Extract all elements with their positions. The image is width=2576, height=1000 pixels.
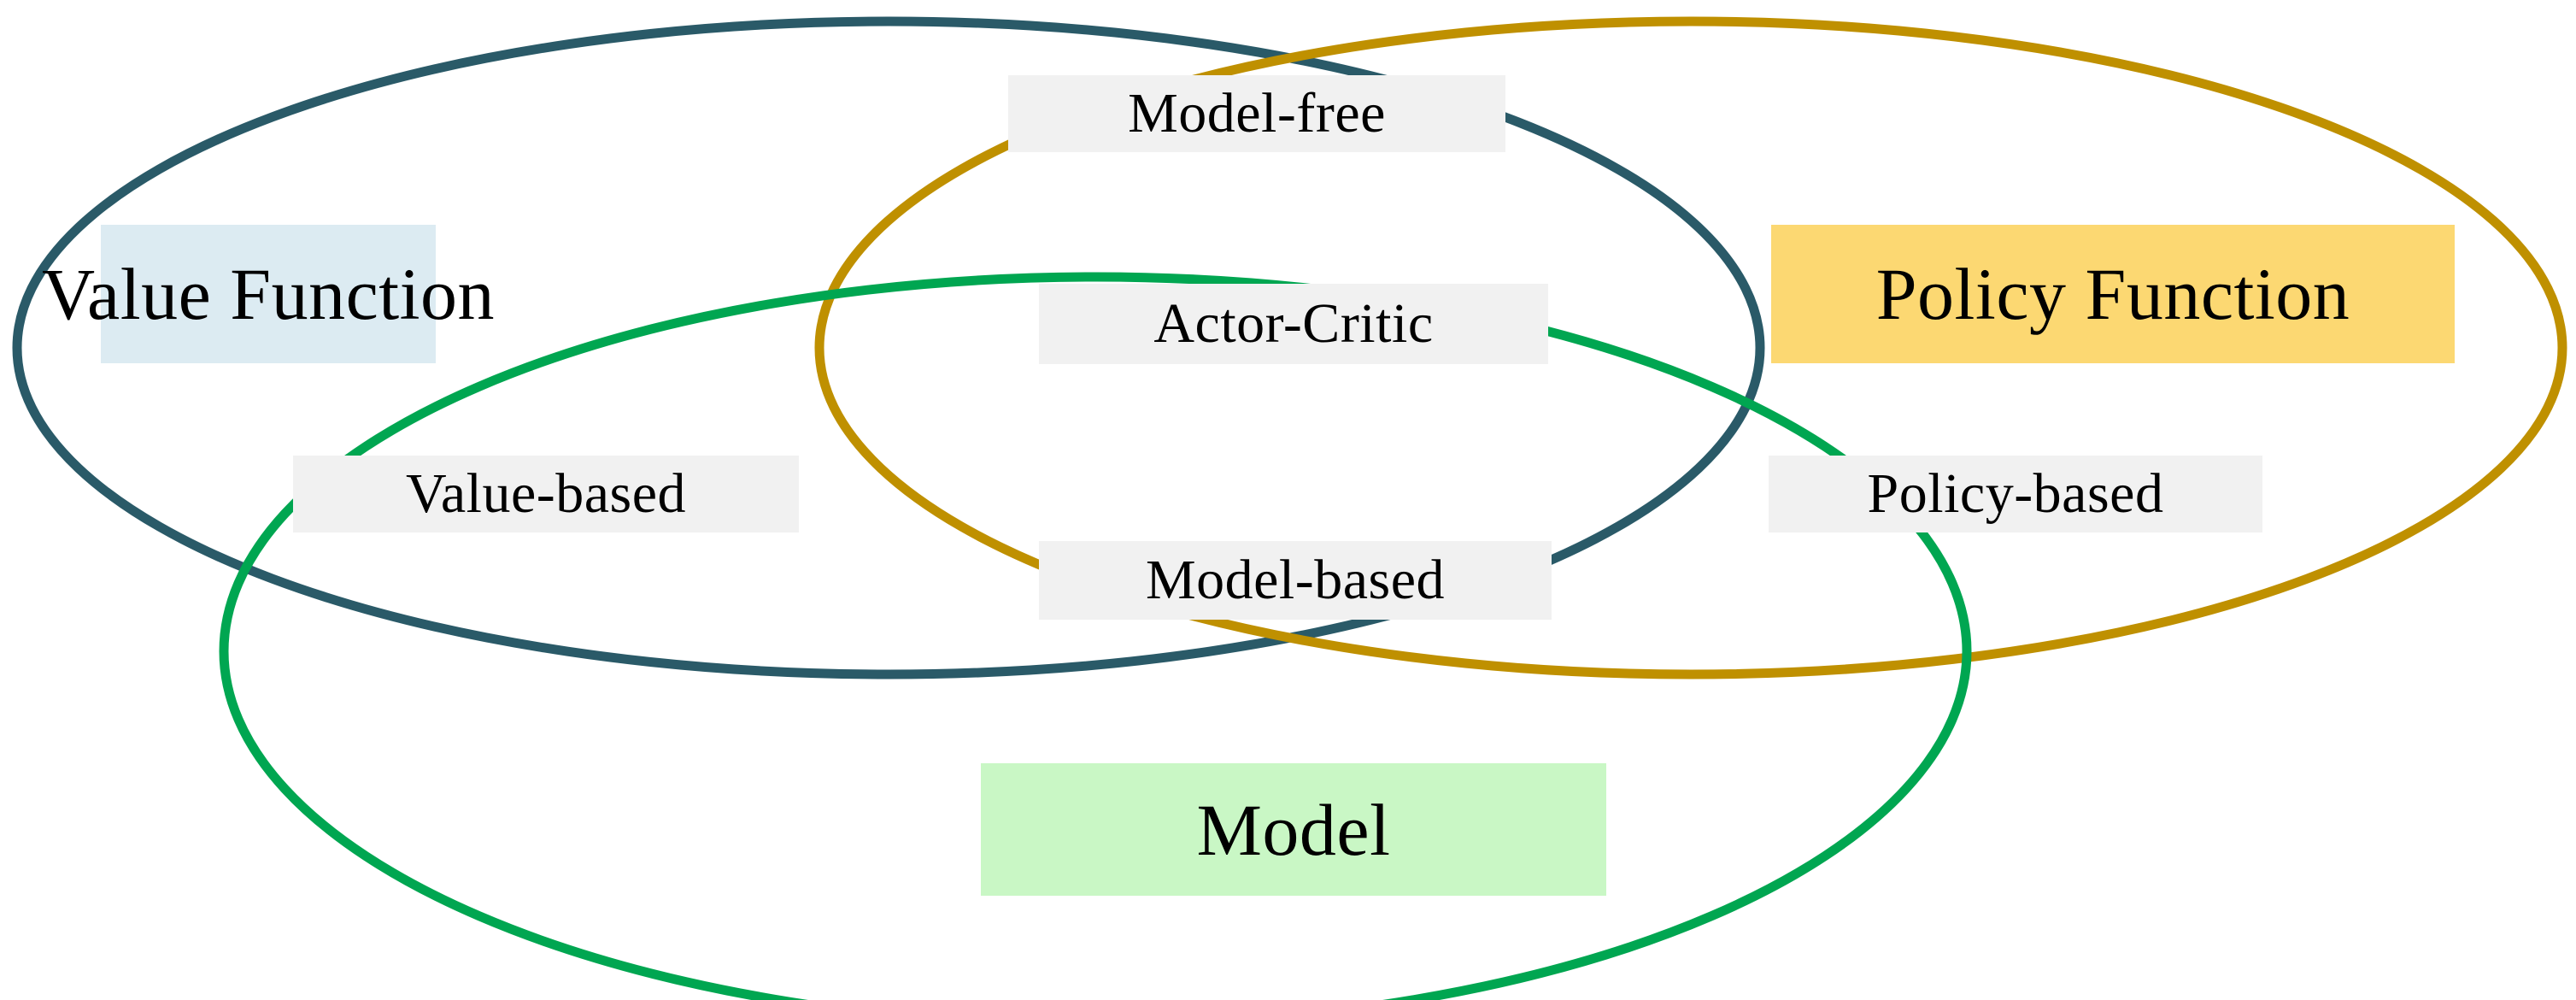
set-label-value-function: Value Function <box>42 225 495 363</box>
intersection-label-policy-based-text: Policy-based <box>1867 462 2164 525</box>
intersection-label-actor-critic: Actor-Critic <box>1039 284 1548 364</box>
intersection-label-model-based-text: Model-based <box>1145 549 1446 611</box>
intersection-label-model-free-text: Model-free <box>1128 82 1386 144</box>
intersection-label-policy-based: Policy-based <box>1769 456 2262 532</box>
model-ellipse <box>219 272 1972 1000</box>
set-label-model-text: Model <box>1196 788 1391 871</box>
intersection-label-model-based: Model-based <box>1039 541 1552 620</box>
intersection-label-model-free: Model-free <box>1008 75 1505 152</box>
set-label-policy-function-text: Policy Function <box>1875 253 2350 335</box>
set-label-policy-function: Policy Function <box>1771 225 2455 363</box>
set-label-model: Model <box>981 763 1606 896</box>
intersection-label-value-based: Value-based <box>293 456 799 532</box>
policy-function-ellipse <box>814 16 2567 679</box>
intersection-label-value-based-text: Value-based <box>405 462 687 525</box>
value-function-ellipse <box>12 16 1765 679</box>
set-label-value-function-text: Value Function <box>41 253 496 335</box>
intersection-label-actor-critic-text: Actor-Critic <box>1153 292 1434 355</box>
